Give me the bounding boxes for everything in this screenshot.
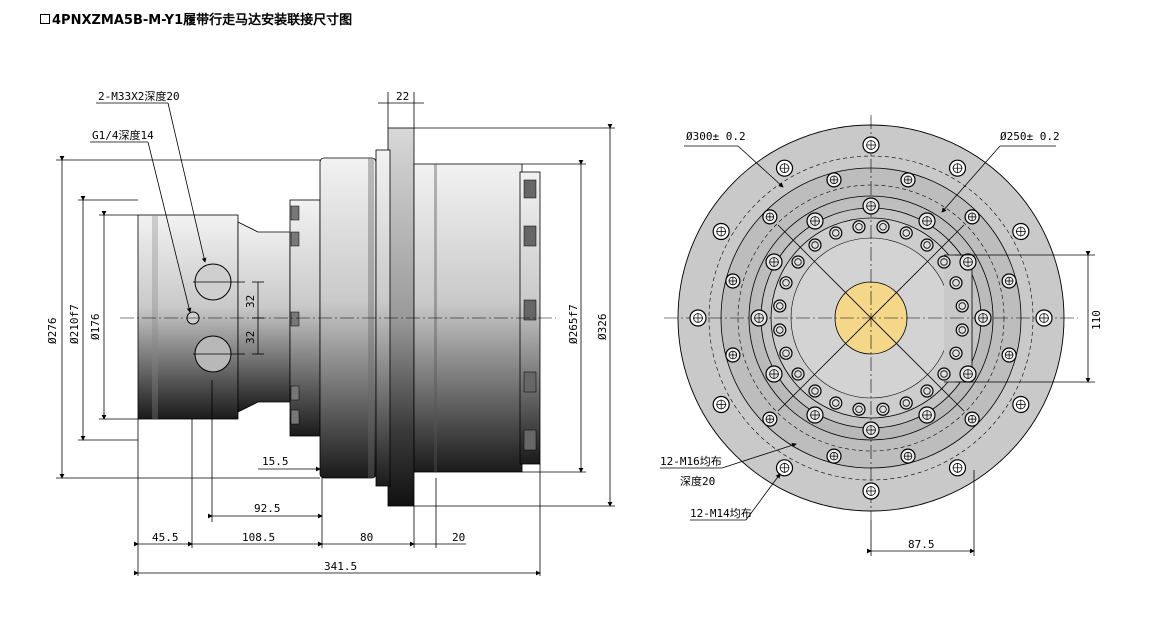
inner-bolt-icon xyxy=(955,323,969,337)
inner-bolt-icon xyxy=(949,276,963,290)
dim-92-5-label: 92.5 xyxy=(254,502,281,515)
inner-bolt-icon xyxy=(949,346,963,360)
port-spacing-lower-label: 32 xyxy=(244,331,257,344)
inner-bolt-icon xyxy=(937,367,951,381)
m16-depth-label: 深度20 xyxy=(680,474,715,488)
inner-bolt-icon xyxy=(899,396,913,410)
dim-80-label: 80 xyxy=(360,531,373,544)
m14-label: 12-M14均布 xyxy=(690,507,752,520)
side-view xyxy=(56,92,615,576)
dim-108-5-label: 108.5 xyxy=(242,531,275,544)
dia-300-label: Ø300± 0.2 xyxy=(686,130,746,143)
motor-neck xyxy=(237,221,291,413)
front-view xyxy=(660,115,1095,556)
flange-width-label: 22 xyxy=(396,90,409,103)
dim-20-label: 20 xyxy=(452,531,465,544)
dia-176-label: Ø176 xyxy=(89,314,102,341)
inner-bolt-icon xyxy=(779,346,793,360)
dia-210-label: Ø210f7 xyxy=(68,304,81,344)
mounting-flange xyxy=(387,127,415,507)
inner-bolt-icon xyxy=(829,226,843,240)
drawing-title: 4PNXZMA5B-M-Y1履带行走马达安装联接尺寸图 xyxy=(40,9,352,28)
inner-bolt-icon xyxy=(808,384,822,398)
inner-bolt-icon xyxy=(876,402,890,416)
inner-bolt-icon xyxy=(920,384,934,398)
inner-bolt-icon xyxy=(937,255,951,269)
m16-label: 12-M16均布 xyxy=(660,455,722,468)
port-thread-label: 2-M33X2深度20 xyxy=(98,89,180,103)
port-spacing-upper-label: 32 xyxy=(244,295,257,308)
inner-bolt-icon xyxy=(955,299,969,313)
inner-bolt-icon xyxy=(791,367,805,381)
dim-87-5-label: 87.5 xyxy=(908,538,935,551)
inner-bolt-icon xyxy=(852,402,866,416)
inner-bolt-icon xyxy=(808,238,822,252)
dia-250-label: Ø250± 0.2 xyxy=(1000,130,1060,143)
inner-bolt-icon xyxy=(791,255,805,269)
dim-341-5-label: 341.5 xyxy=(324,560,357,573)
inner-bolt-icon xyxy=(829,396,843,410)
dim-110-label: 110 xyxy=(1090,310,1103,330)
title-box-icon xyxy=(40,13,50,24)
g14-port-label: G1/4深度14 xyxy=(92,128,154,142)
inner-bolt-icon xyxy=(876,220,890,234)
inner-bolt-icon xyxy=(899,226,913,240)
inner-bolt-icon xyxy=(920,238,934,252)
dim-15-5-label: 15.5 xyxy=(262,455,289,468)
inner-bolt-icon xyxy=(773,323,787,337)
inner-bolt-icon xyxy=(773,299,787,313)
dia-265-label: Ø265f7 xyxy=(567,304,580,344)
dia-276-label: Ø276 xyxy=(46,318,59,345)
dim-45-5-label: 45.5 xyxy=(152,531,179,544)
inner-bolt-icon xyxy=(779,276,793,290)
title-text: 4PNXZMA5B-M-Y1履带行走马达安装联接尺寸图 xyxy=(52,13,353,28)
inner-bolt-icon xyxy=(852,220,866,234)
dia-326-label: Ø326 xyxy=(596,314,609,341)
